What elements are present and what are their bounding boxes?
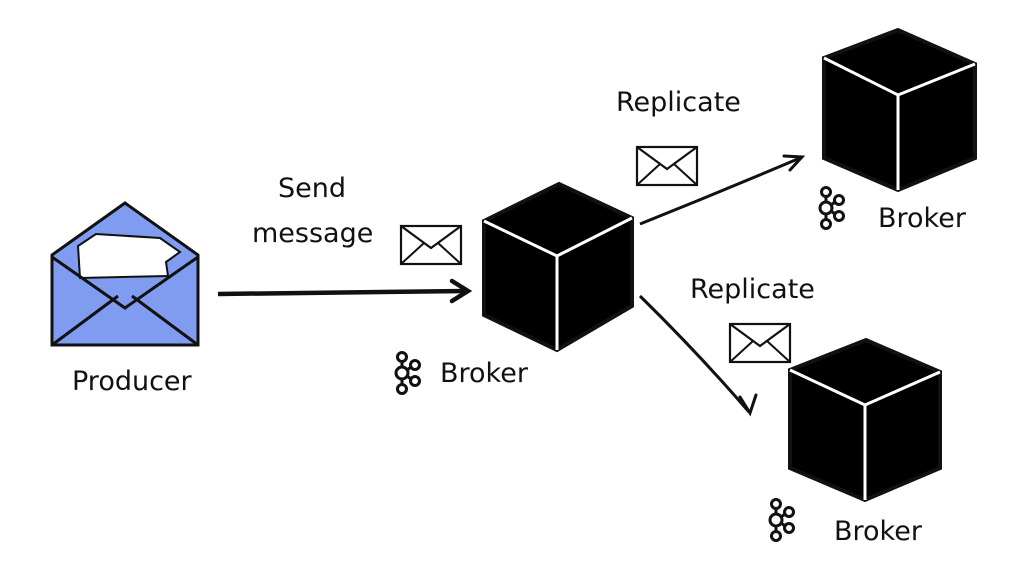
replicate-arrow-top — [639, 154, 806, 226]
send-arrow — [217, 278, 473, 304]
broker-label: Broker — [834, 516, 923, 547]
replicate-label-bottom: Replicate — [690, 274, 815, 305]
broker-cube-icon — [822, 27, 977, 193]
message-label: message — [252, 218, 373, 249]
producer-envelope-icon — [50, 201, 200, 347]
send-label: Send — [278, 173, 346, 204]
replicate-label-top: Replicate — [616, 87, 741, 118]
broker-cube-icon — [788, 337, 942, 503]
kafka-logo-icon — [768, 498, 795, 542]
replicate-top-mail-icon — [635, 145, 699, 187]
kafka-logo-icon — [394, 351, 421, 395]
send-message-mail-icon — [399, 224, 463, 266]
replicate-arrow-bottom — [638, 294, 758, 417]
broker-label: Broker — [440, 358, 529, 389]
replicate-bottom-mail-icon — [728, 322, 792, 364]
producer-label: Producer — [72, 366, 193, 397]
broker-cube-icon — [482, 181, 634, 353]
kafka-logo-icon — [818, 186, 845, 230]
broker-label: Broker — [878, 203, 967, 234]
